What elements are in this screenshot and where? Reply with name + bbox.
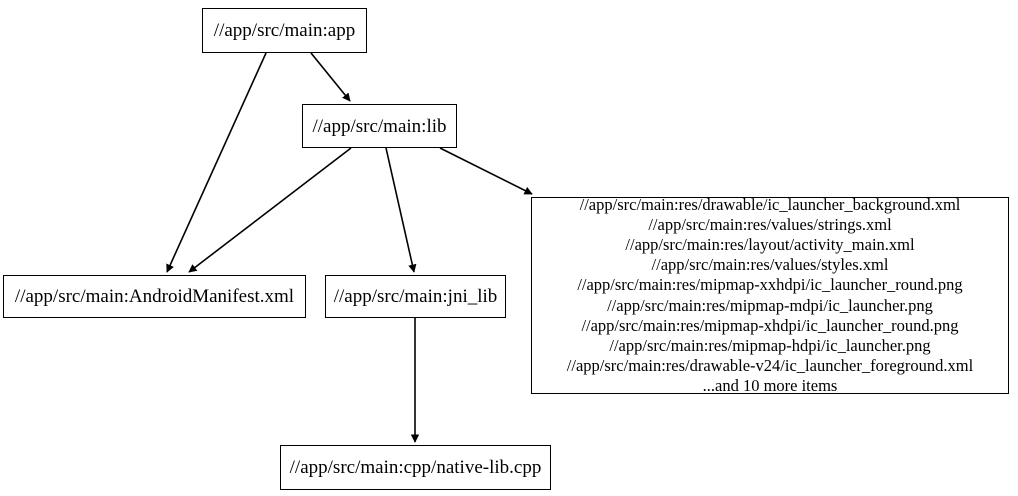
node-res-collection[interactable]: //app/src/main:res/drawable/ic_launcher_… bbox=[531, 194, 1009, 395]
edge-lib-to-res bbox=[439, 147, 533, 195]
node-app[interactable]: //app/src/main:app bbox=[202, 8, 367, 53]
edge-lib-to-manifest bbox=[188, 147, 352, 273]
node-native-lib-cpp-label: //app/src/main:cpp/native-lib.cpp bbox=[289, 457, 542, 478]
node-native-lib-cpp[interactable]: //app/src/main:cpp/native-lib.cpp bbox=[280, 445, 551, 490]
edge-app-to-lib bbox=[310, 52, 351, 102]
node-lib[interactable]: //app/src/main:lib bbox=[302, 104, 457, 148]
node-jni-lib-label: //app/src/main:jni_lib bbox=[333, 286, 498, 307]
edge-app-to-manifest bbox=[166, 52, 267, 273]
edge-lib-to-jni-lib bbox=[385, 147, 417, 273]
node-app-label: //app/src/main:app bbox=[213, 20, 356, 41]
node-jni-lib[interactable]: //app/src/main:jni_lib bbox=[325, 275, 506, 318]
node-res-collection-label: //app/src/main:res/drawable/ic_launcher_… bbox=[566, 194, 974, 395]
node-android-manifest-label: //app/src/main:AndroidManifest.xml bbox=[14, 286, 295, 307]
node-lib-label: //app/src/main:lib bbox=[312, 115, 447, 137]
node-android-manifest[interactable]: //app/src/main:AndroidManifest.xml bbox=[3, 275, 306, 318]
